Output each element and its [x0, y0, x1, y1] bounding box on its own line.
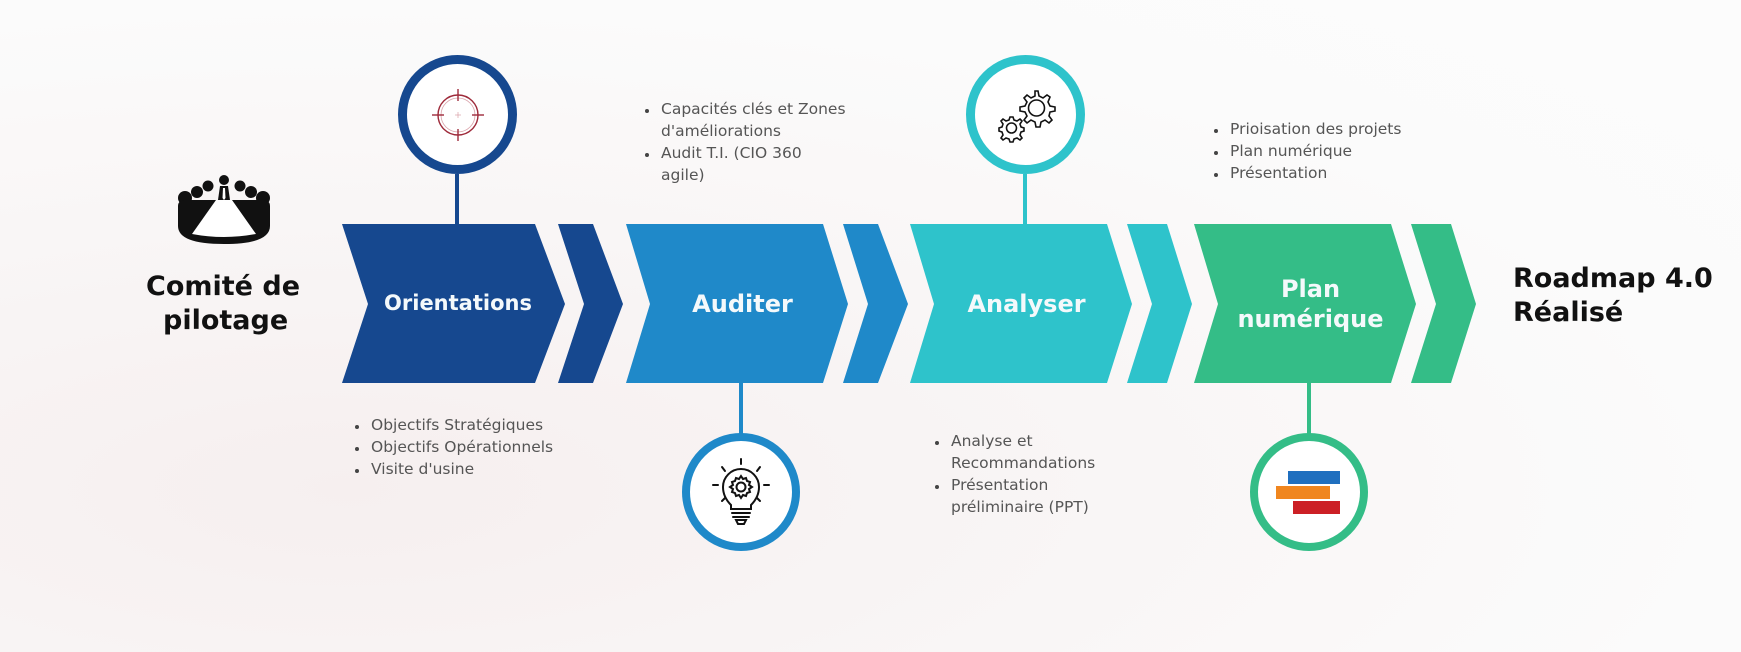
analyser-bullets: Analyse et Recommandations Présentation …	[923, 430, 1149, 518]
bullet-item: Objectifs Stratégiques	[369, 414, 629, 436]
chevron-plan-numerique[interactable]	[1194, 224, 1416, 383]
chevron-auditer[interactable]	[626, 224, 848, 383]
step-label-text: Auditer	[692, 289, 793, 318]
bullet-item: Présentation préliminaire (PPT)	[949, 474, 1101, 518]
plan-numerique-bullets: Prioisation des projets Plan numérique P…	[1202, 118, 1468, 184]
step-label-orientations: Orientations	[368, 224, 548, 383]
orientations-icon-stem	[455, 174, 459, 224]
step-label-auditer: Auditer	[650, 224, 835, 383]
crosshair-target-icon	[431, 88, 484, 141]
bullet-item: Objectifs Opérationnels	[369, 436, 629, 458]
step-label-text: Analyser	[967, 289, 1086, 318]
chevron-connector-4	[1411, 224, 1476, 383]
bullet-item: Présentation	[1228, 162, 1468, 184]
step-label-text-line1: Plan	[1280, 274, 1341, 303]
bullet-item: Capacités clés et Zones d'améliorations	[659, 98, 879, 142]
gantt-bars-icon	[1276, 471, 1340, 514]
plan-numerique-icon-stem	[1307, 383, 1311, 435]
analyser-icon-stem	[1023, 174, 1027, 224]
step-label-text-line2: numérique	[1237, 304, 1384, 333]
end-title-line2: Réalisé	[1513, 297, 1624, 328]
chevron-connector-1	[558, 224, 623, 383]
bullet-item: Audit T.I. (CIO 360 agile)	[659, 142, 831, 186]
step-label-text: Orientations	[384, 291, 532, 316]
meeting-table-icon	[178, 175, 270, 244]
bullet-item: Plan numérique	[1228, 140, 1468, 162]
step-label-analyser: Analyser	[934, 224, 1119, 383]
bullet-item: Visite d'usine	[369, 458, 629, 480]
auditer-icon-stem	[739, 383, 743, 435]
orientations-bullets: Objectifs Stratégiques Objectifs Opérati…	[343, 414, 629, 480]
end-title-line1: Roadmap 4.0	[1513, 263, 1713, 294]
bullet-item: Analyse et Recommandations	[949, 430, 1101, 474]
gears-icon	[997, 89, 1056, 143]
start-title: Comité de pilotage	[146, 270, 316, 338]
analyser-icon-circle	[966, 55, 1085, 174]
chevron-connector-3	[1127, 224, 1192, 383]
start-title-line2: pilotage	[163, 305, 289, 336]
plan-numerique-icon-circle	[1250, 433, 1368, 551]
bullet-item: Prioisation des projets	[1228, 118, 1468, 140]
auditer-icon-circle	[682, 433, 800, 551]
auditer-bullets: Capacités clés et Zones d'améliorations …	[633, 98, 879, 186]
orientations-icon-circle	[398, 55, 517, 174]
chevron-analyser[interactable]	[910, 224, 1132, 383]
chevron-orientations[interactable]	[342, 224, 565, 383]
lightbulb-gear-icon	[712, 458, 770, 525]
end-title: Roadmap 4.0 Réalisé	[1513, 262, 1733, 330]
start-title-line1: Comité de	[146, 271, 301, 302]
chevron-connector-2	[843, 224, 908, 383]
step-label-plan-numerique: Plan numérique	[1218, 224, 1403, 383]
